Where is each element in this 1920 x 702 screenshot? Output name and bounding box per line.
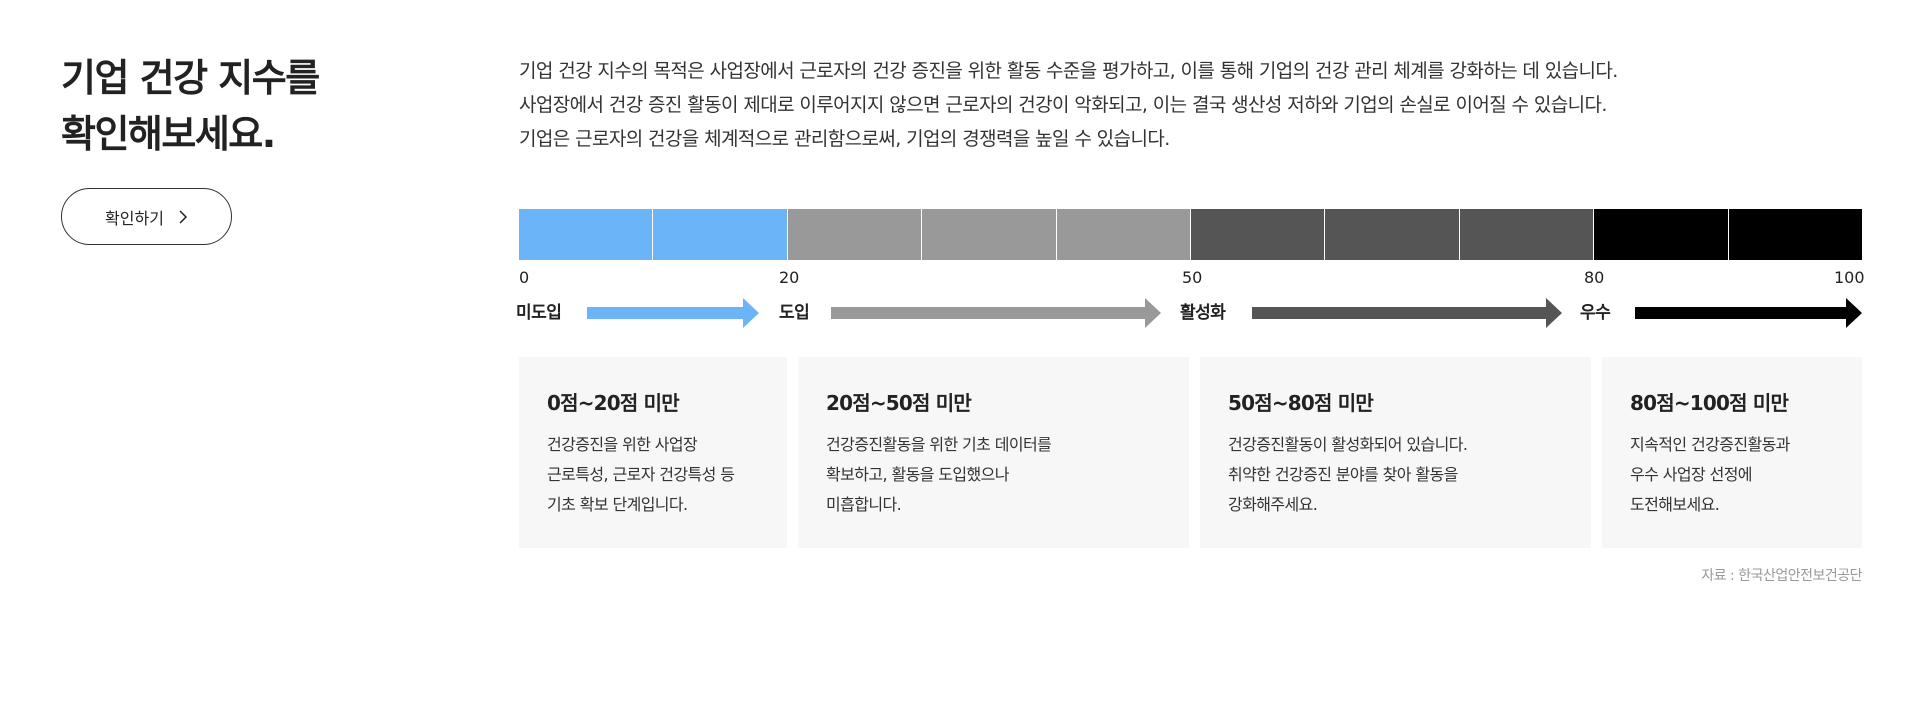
- bar-segment-dark: [1458, 209, 1594, 260]
- bar-segment-dark: [1324, 209, 1459, 260]
- check-button[interactable]: 확인하기: [61, 188, 232, 245]
- stage-label: 활성화: [1180, 303, 1226, 323]
- bar-segment-blue: [652, 209, 787, 260]
- check-button-label: 확인하기: [105, 208, 164, 228]
- bar-segment-gray: [786, 209, 922, 260]
- description-line: 기업 건강 지수의 목적은 사업장에서 근로자의 건강 증진을 위한 활동 수준…: [519, 60, 1618, 82]
- bar-segment-gray: [921, 209, 1056, 260]
- title-line-1: 기업 건강 지수를: [61, 56, 320, 100]
- score-card: 80점~100점 미만 지속적인 건강증진활동과 우수 사업장 선정에 도전해보…: [1602, 357, 1862, 548]
- arrow-icon: [831, 298, 1161, 328]
- page-title: 기업 건강 지수를 확인해보세요.: [61, 50, 320, 162]
- description: 기업 건강 지수의 목적은 사업장에서 근로자의 건강 증진을 위한 활동 수준…: [519, 54, 1618, 156]
- tick-label: 80: [1584, 268, 1605, 287]
- arrow-icon: [1635, 298, 1862, 328]
- description-line: 사업장에서 건강 증진 활동이 제대로 이루어지지 않으면 근로자의 건강이 악…: [519, 94, 1607, 116]
- arrow-icon: [1252, 298, 1562, 328]
- source-note: 자료 : 한국산업안전보건공단: [1701, 568, 1862, 584]
- stage-label: 우수: [1580, 303, 1611, 323]
- card-body: 건강증진활동이 활성화되어 있습니다. 취약한 건강증진 분야를 찾아 활동을 …: [1228, 435, 1468, 514]
- card-title: 0점~20점 미만: [547, 391, 680, 415]
- description-line: 기업은 근로자의 건강을 체계적으로 관리함으로써, 기업의 경쟁력을 높일 수…: [519, 128, 1170, 150]
- stage-label: 미도입: [516, 303, 562, 323]
- score-card: 0점~20점 미만 건강증진을 위한 사업장 근로특성, 근로자 건강특성 등 …: [519, 357, 787, 548]
- score-card: 20점~50점 미만 건강증진활동을 위한 기초 데이터를 확보하고, 활동을 …: [798, 357, 1189, 548]
- bar-segment-black: [1727, 209, 1863, 260]
- tick-label: 100: [1834, 268, 1865, 287]
- tick-label: 0: [519, 268, 530, 287]
- tick-label: 20: [779, 268, 800, 287]
- card-body: 건강증진활동을 위한 기초 데이터를 확보하고, 활동을 도입했으나 미흡합니다…: [826, 435, 1052, 514]
- card-body: 건강증진을 위한 사업장 근로특성, 근로자 건강특성 등 기초 확보 단계입니…: [547, 435, 735, 514]
- score-card: 50점~80점 미만 건강증진활동이 활성화되어 있습니다. 취약한 건강증진 …: [1200, 357, 1591, 548]
- stage-label: 도입: [779, 303, 810, 323]
- title-line-2: 확인해보세요.: [61, 112, 276, 156]
- tick-label: 50: [1182, 268, 1203, 287]
- card-title: 50점~80점 미만: [1228, 391, 1374, 415]
- score-bar: [519, 209, 1863, 260]
- bar-segment-blue: [519, 209, 653, 260]
- bar-segment-dark: [1190, 209, 1325, 260]
- chevron-right-icon: [179, 209, 187, 224]
- bar-segment-gray: [1055, 209, 1191, 260]
- bar-segment-black: [1593, 209, 1728, 260]
- card-title: 80점~100점 미만: [1630, 391, 1789, 415]
- arrow-icon: [587, 298, 759, 328]
- card-title: 20점~50점 미만: [826, 391, 972, 415]
- card-body: 지속적인 건강증진활동과 우수 사업장 선정에 도전해보세요.: [1630, 435, 1790, 514]
